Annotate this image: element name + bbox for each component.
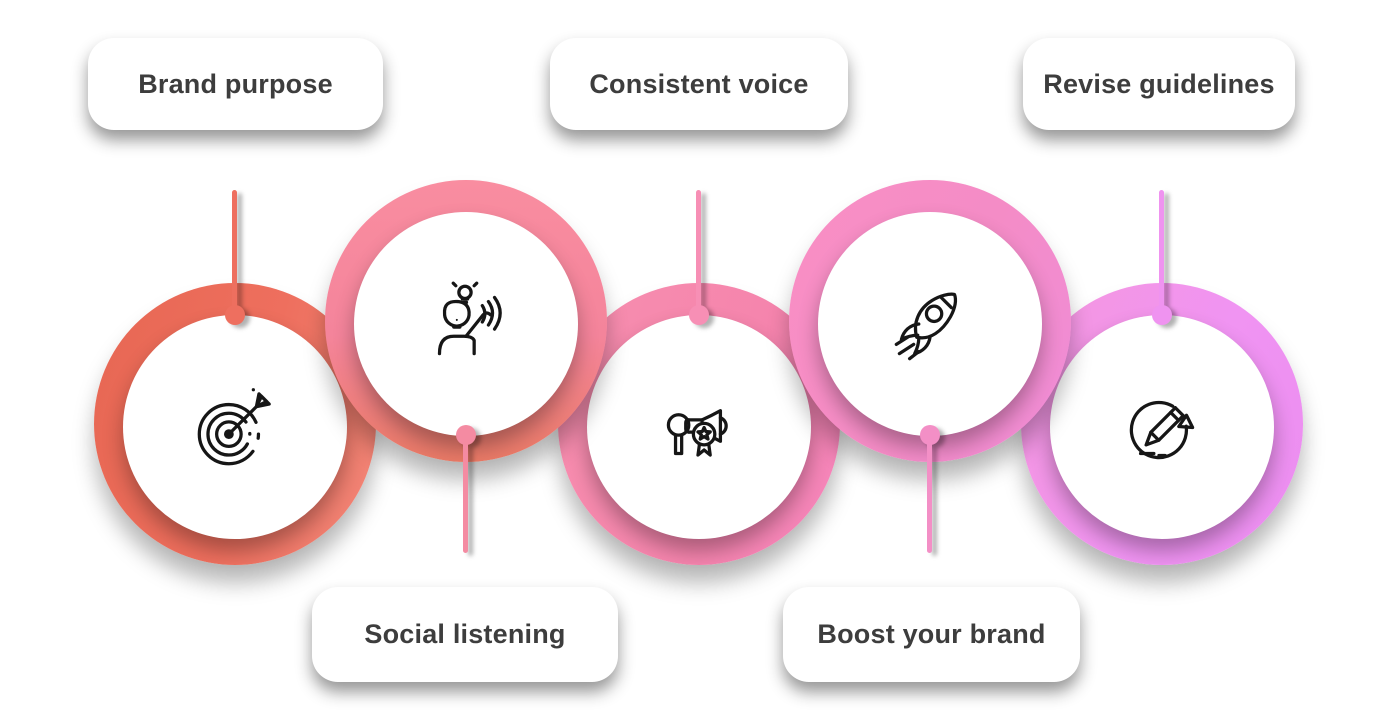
connector-dot bbox=[456, 425, 476, 445]
step-inner-circle bbox=[123, 315, 347, 539]
label-card-consistent-voice: Consistent voice bbox=[550, 38, 848, 130]
rocket-icon bbox=[894, 292, 958, 361]
edit-circular-arrow-icon bbox=[1129, 400, 1195, 460]
step-circle-social-listening bbox=[325, 180, 607, 462]
step-inner-circle bbox=[1050, 315, 1274, 539]
connector-line bbox=[1159, 190, 1164, 315]
connector-dot bbox=[689, 305, 709, 325]
step-inner-circle bbox=[587, 315, 811, 539]
connector-dot bbox=[225, 305, 245, 325]
step-inner-circle bbox=[818, 212, 1042, 436]
label-card-boost-your-brand: Boost your brand bbox=[783, 587, 1080, 682]
connector-dot bbox=[1152, 305, 1172, 325]
connector-line bbox=[696, 190, 701, 315]
step-circle-brand-purpose bbox=[94, 283, 376, 565]
connector-dot bbox=[920, 425, 940, 445]
connector-line bbox=[927, 435, 932, 553]
step-label: Revise guidelines bbox=[1043, 68, 1275, 99]
step-label: Social listening bbox=[364, 619, 566, 649]
label-card-social-listening: Social listening bbox=[312, 587, 618, 682]
step-circle-boost-your-brand bbox=[789, 180, 1071, 462]
step-label: Consistent voice bbox=[589, 68, 809, 99]
step-label: Brand purpose bbox=[138, 68, 333, 99]
person-listening-icon bbox=[437, 281, 502, 356]
target-arrow-icon bbox=[197, 388, 271, 466]
label-card-brand-purpose: Brand purpose bbox=[88, 38, 383, 130]
connector-line bbox=[232, 190, 237, 315]
step-label: Boost your brand bbox=[817, 619, 1046, 649]
connector-line bbox=[463, 435, 468, 553]
label-card-revise-guidelines: Revise guidelines bbox=[1023, 38, 1295, 130]
megaphone-star-icon bbox=[666, 409, 728, 457]
step-inner-circle bbox=[354, 212, 578, 436]
